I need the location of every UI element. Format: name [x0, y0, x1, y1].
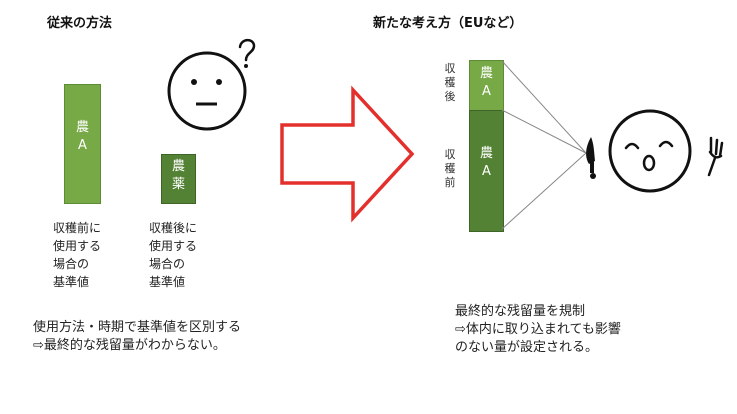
question-mark-icon	[238, 38, 256, 68]
note-preharvest: 収穫前に 使用する 場合の 基準値	[53, 219, 101, 291]
intake-lines	[501, 60, 587, 230]
caption-line: 最終的な残留量を規制	[455, 304, 586, 319]
note-line: 場合の	[53, 257, 90, 271]
label-char: 収	[444, 148, 456, 161]
note-line: 使用する	[53, 239, 102, 253]
bar-label-char: 農	[171, 159, 185, 174]
bar-label-char: 農	[479, 146, 493, 161]
bar-label-char: A	[482, 84, 491, 99]
caption-line: 使用方法・時期で基準値を区別する	[33, 320, 242, 335]
note-line: 使用する	[149, 239, 198, 253]
caption-line: のない量が設定される。	[455, 340, 599, 355]
label-char: 穫	[444, 162, 456, 175]
happy-face-icon	[608, 109, 692, 193]
knife-icon	[586, 137, 596, 179]
right-title: 新たな考え方（EUなど）	[373, 16, 523, 31]
label-char: 穫	[444, 76, 456, 89]
caption-line: ⇨最終的な残留量がわからない。	[33, 338, 226, 353]
label-preharvest: 収 穫 前	[443, 148, 457, 190]
bar-label-char: A	[482, 164, 491, 179]
note-line: 基準値	[149, 275, 186, 289]
note-line: 基準値	[53, 275, 90, 289]
pesticide-a-bar-postharvest: 農 薬	[161, 154, 196, 204]
label-postharvest: 収 穫 後	[443, 62, 457, 104]
fork-icon	[707, 136, 724, 177]
arrow-right-icon	[280, 85, 415, 223]
note-postharvest: 収穫後に 使用する 場合の 基準値	[149, 219, 197, 291]
right-caption: 最終的な残留量を規制 ⇨体内に取り込まれても影響 のない量が設定される。	[455, 303, 621, 357]
bar-label-char: 農	[479, 66, 493, 81]
stacked-bar-top: 農 A	[469, 60, 504, 112]
bar-label-char: A	[78, 138, 87, 153]
label-char: 前	[444, 176, 456, 189]
note-line: 場合の	[149, 257, 186, 271]
label-char: 後	[444, 90, 456, 103]
bar-label-char: 農	[75, 120, 89, 135]
pesticide-a-bar-preharvest: 農 A	[64, 84, 101, 204]
bar-label-char: 薬	[171, 177, 185, 192]
note-line: 収穫前に	[53, 221, 102, 235]
label-char: 収	[444, 62, 456, 75]
stacked-bar-bottom: 農 A	[469, 110, 504, 232]
left-title: 従来の方法	[47, 16, 113, 31]
note-line: 収穫後に	[149, 221, 198, 235]
confused-face-icon	[167, 51, 247, 131]
caption-line: ⇨体内に取り込まれても影響	[455, 322, 621, 337]
left-caption: 使用方法・時期で基準値を区別する ⇨最終的な残留量がわからない。	[33, 319, 241, 355]
